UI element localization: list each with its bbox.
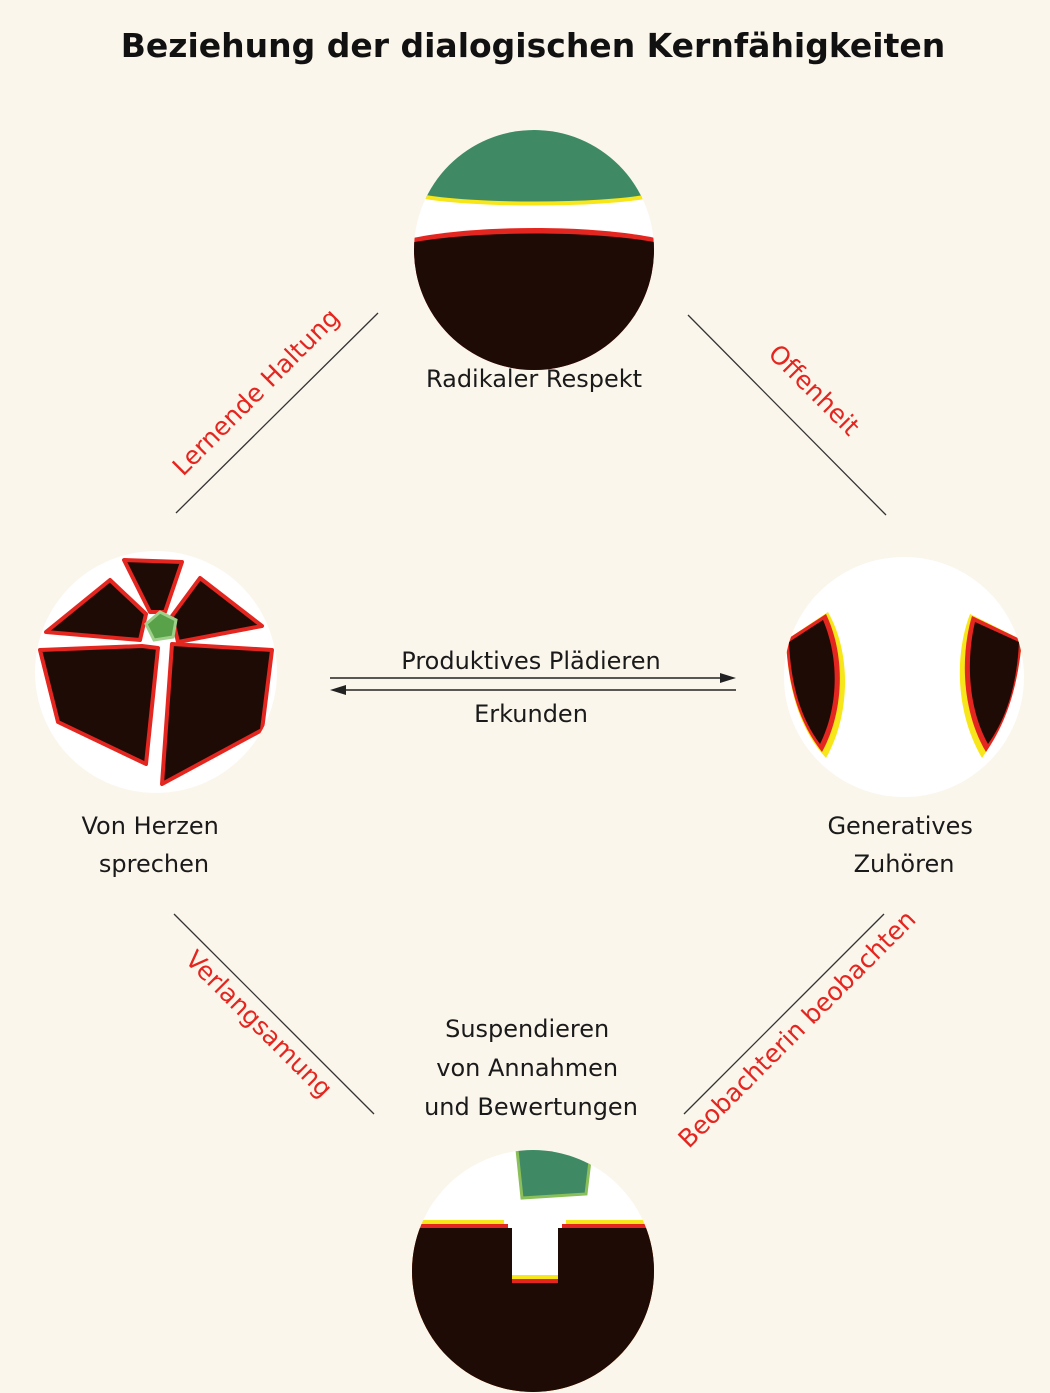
node-top-label: Radikaler Respekt — [426, 365, 642, 393]
edge-label-bottom-right: Beobachterin beobachten — [672, 904, 921, 1153]
node-right-label: Generatives Zuhören — [827, 812, 980, 878]
edge-line-top-left — [175, 312, 379, 514]
edge-label-top-right: Offenheit — [763, 339, 866, 442]
arrow-forward — [330, 673, 736, 683]
node-left-label: Von Herzen sprechen — [82, 812, 227, 878]
edge-label-bottom-left: Verlangsamung — [180, 945, 338, 1103]
edge-line-bottom-left — [173, 913, 375, 1115]
node-bottom-label: Suspendieren von Annahmen und Bewertunge… — [424, 1015, 638, 1121]
arrow-backward — [330, 685, 736, 695]
edge-label-top-left: Lernende Haltung — [167, 303, 345, 481]
node-left-symbol — [35, 551, 277, 793]
edge-line-bottom-right — [683, 913, 885, 1115]
node-top-symbol — [414, 130, 654, 370]
node-bottom-symbol — [412, 1150, 654, 1392]
edge-line-top-right — [687, 314, 887, 516]
arrow-forward-label: Produktives Plädieren — [401, 647, 660, 675]
arrow-backward-label: Erkunden — [474, 700, 588, 728]
node-right-symbol — [784, 557, 1024, 797]
diagram-title: Beziehung der dialogischen Kernfähigkeit… — [121, 26, 946, 65]
